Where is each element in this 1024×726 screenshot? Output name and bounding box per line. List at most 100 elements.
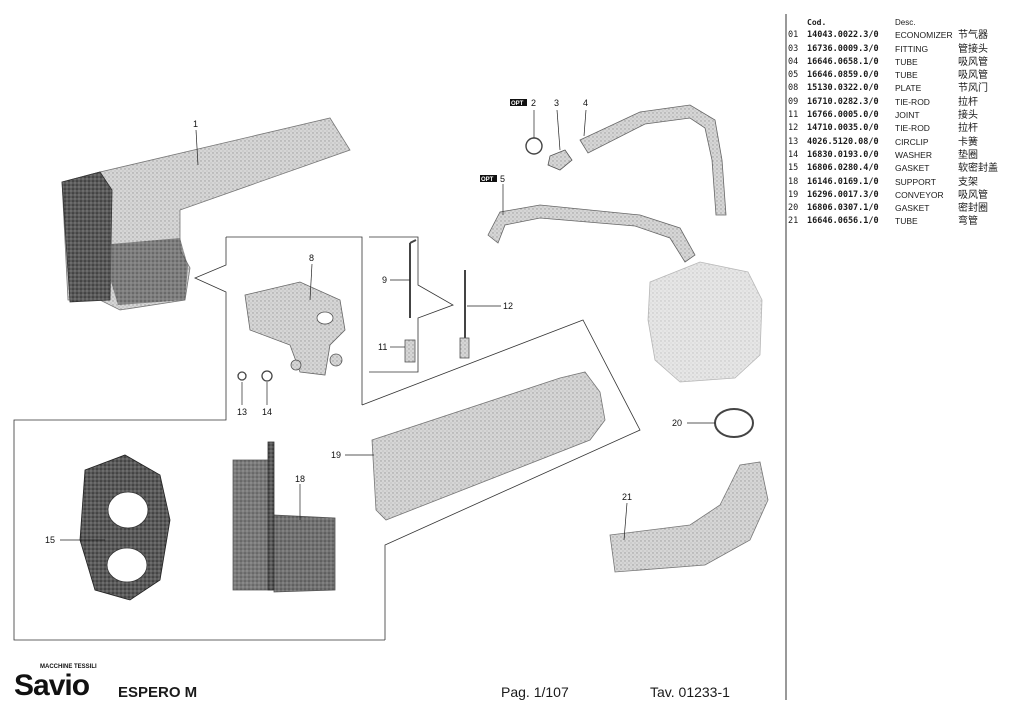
part-description-cn: 管接头 — [958, 43, 988, 55]
part-description: TUBE — [895, 216, 918, 227]
part-position: 14 — [788, 149, 799, 160]
callout-9: 9 — [382, 275, 387, 285]
part-description-cn: 拉杆 — [958, 123, 978, 135]
part-code: 16646.0859.0/0 — [807, 70, 879, 81]
header-desc: Desc. — [895, 18, 916, 27]
assembly-frame-lines — [13, 236, 641, 641]
part-position: 08 — [788, 83, 799, 94]
part-code: 16806.0280.4/0 — [807, 163, 879, 174]
parts-table-header: Cod. Desc. — [788, 16, 1018, 29]
part-description: GASKET — [895, 163, 930, 174]
opt-badge-2-bg — [510, 99, 527, 106]
part-description-cn: 吸风管 — [958, 56, 988, 68]
part-description: TUBE — [895, 56, 918, 67]
part-code: 16146.0169.1/0 — [807, 176, 879, 187]
callout-11: 11 — [378, 342, 387, 352]
callout-4: 4 — [583, 98, 588, 108]
part-5-tube — [487, 204, 696, 263]
callout-15: 15 — [45, 535, 55, 545]
part-description-cn: 节风门 — [958, 83, 988, 95]
parts-row: 08 15130.0322.0/0 PLATE 节风门 — [788, 82, 1018, 95]
callout-5: 5 — [500, 174, 505, 184]
part-12-tie-rod — [459, 270, 470, 359]
callout-13: 13 — [237, 407, 247, 417]
part-position: 03 — [788, 43, 799, 54]
part-code: 15130.0322.0/0 — [807, 83, 879, 94]
part-3-fitting — [547, 149, 573, 171]
model-name: ESPERO M — [118, 684, 198, 701]
page-number: Pag. 1/107 — [501, 684, 569, 700]
part-description-cn: 拉杆 — [958, 96, 978, 108]
part-description: SUPPORT — [895, 176, 936, 187]
parts-row: 15 16806.0280.4/0 GASKET 软密封盖 — [788, 162, 1018, 175]
part-code: 4026.5120.08/0 — [807, 136, 879, 147]
part-8-plate — [244, 281, 346, 376]
part-description-cn: 垫圈 — [958, 149, 978, 161]
part-position: 01 — [788, 30, 799, 41]
part-position: 12 — [788, 123, 799, 134]
part-description-cn: 密封圈 — [958, 203, 988, 215]
part-14-washer — [261, 370, 273, 382]
part-2-ring — [525, 137, 543, 155]
part-description: CONVEYOR — [895, 189, 944, 200]
part-position: 19 — [788, 189, 799, 200]
part-code: 16830.0193.0/0 — [807, 149, 879, 160]
part-1-economizer — [61, 117, 351, 311]
part-description: FITTING — [895, 43, 929, 54]
part-description-cn: 卡簧 — [958, 136, 978, 148]
brand-tagline: MACCHINE TESSILI — [40, 664, 97, 670]
housing — [647, 261, 763, 383]
part-description-cn: 节气器 — [958, 30, 988, 42]
callout-1: 1 — [193, 119, 198, 129]
part-description-cn: 弯管 — [958, 216, 978, 228]
part-description-cn: 吸风管 — [958, 70, 988, 82]
brand-logo: Savio — [14, 669, 90, 702]
part-11-joint — [404, 339, 416, 363]
callout-12: 12 — [503, 301, 513, 311]
part-code: 16806.0307.1/0 — [807, 203, 879, 214]
part-description: CIRCLIP — [895, 136, 929, 147]
part-position: 13 — [788, 136, 799, 147]
part-position: 09 — [788, 96, 799, 107]
part-description: PLATE — [895, 83, 922, 94]
part-15-gasket — [79, 454, 171, 601]
part-18-support — [232, 441, 336, 593]
part-description-cn: 支架 — [958, 176, 978, 188]
part-code: 16710.0282.3/0 — [807, 96, 879, 107]
part-position: 11 — [788, 110, 799, 121]
callout-8: 8 — [309, 253, 314, 263]
part-description: TUBE — [895, 70, 918, 81]
part-description: TIE-ROD — [895, 96, 930, 107]
part-description: JOINT — [895, 110, 920, 121]
part-19-conveyor — [371, 371, 606, 521]
part-position: 15 — [788, 163, 799, 174]
parts-row: 09 16710.0282.3/0 TIE-ROD 拉杆 — [788, 96, 1018, 109]
part-20-gasket — [714, 408, 754, 438]
callout-3: 3 — [554, 98, 559, 108]
part-13-circlip — [237, 371, 247, 381]
opt-badge-5-bg — [480, 175, 497, 182]
parts-row: 14 16830.0193.0/0 WASHER 垫圈 — [788, 149, 1018, 162]
callout-18: 18 — [295, 474, 305, 484]
part-description: WASHER — [895, 149, 932, 160]
leader-lines — [60, 109, 715, 541]
callout-2: 2 — [531, 98, 536, 108]
part-position: 20 — [788, 203, 799, 214]
part-code: 16296.0017.3/0 — [807, 189, 879, 200]
sheet-number: Tav. 01233-1 — [650, 684, 730, 700]
callout-20: 20 — [672, 418, 682, 428]
part-description-cn: 软密封盖 — [958, 163, 998, 175]
part-code: 16766.0005.0/0 — [807, 110, 879, 121]
part-position: 18 — [788, 176, 799, 187]
